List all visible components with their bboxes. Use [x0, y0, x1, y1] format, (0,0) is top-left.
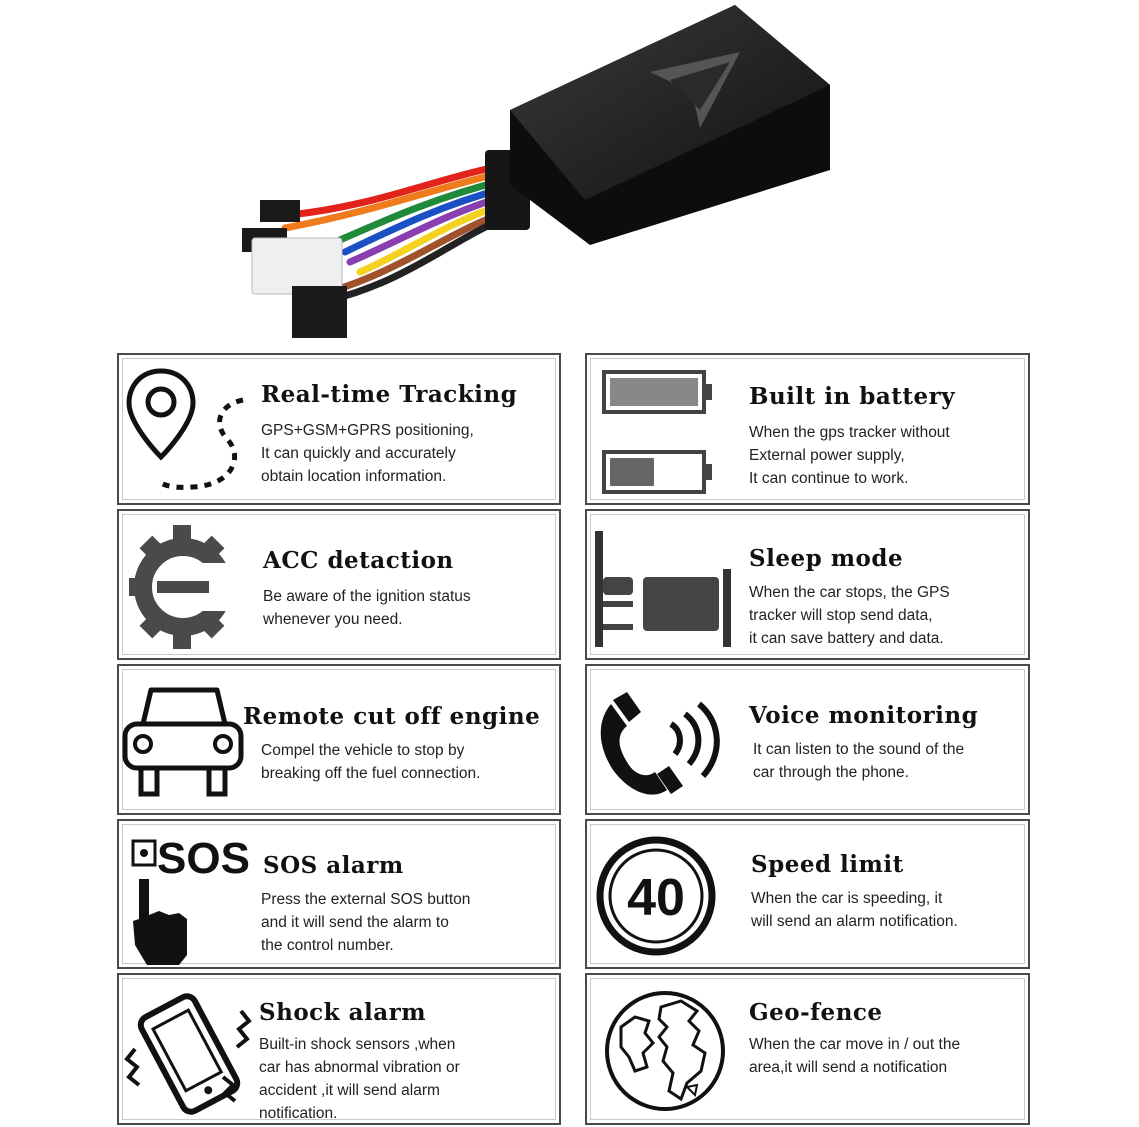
feature-description: Press the external SOS button and it wil… — [261, 891, 471, 954]
feature-title: Shock alarm — [259, 999, 427, 1026]
feature-title: Built in battery — [749, 383, 956, 410]
vibrating-phone-icon — [124, 993, 252, 1115]
feature-card-sos-alarm: SOS SOS alarm Press the external SOS but… — [117, 819, 561, 969]
ignition-gear-icon — [129, 525, 239, 649]
feature-title: Real-time Tracking — [261, 381, 518, 408]
feature-description: When the car move in / out the area,it w… — [749, 1036, 961, 1076]
sos-icon-text: SOS — [157, 835, 250, 883]
feature-description: When the gps tracker without External po… — [749, 424, 950, 487]
feature-title: Voice monitoring — [749, 702, 979, 729]
feature-description: Built-in shock sensors ,when car has abn… — [259, 1036, 460, 1122]
feature-description: It can listen to the sound of the car th… — [753, 741, 965, 781]
feature-card-acc-detection: ACC detaction Be aware of the ignition s… — [117, 509, 561, 660]
feature-card-remote-cut-off-engine: Remote cut off engine Compel the vehicle… — [117, 664, 561, 815]
feature-title: Speed limit — [751, 851, 904, 878]
feature-description: Compel the vehicle to stop by breaking o… — [261, 742, 481, 782]
car-front-icon — [122, 687, 244, 797]
feature-description: Be aware of the ignition status whenever… — [263, 588, 471, 628]
feature-title: Remote cut off engine — [243, 703, 541, 730]
speed-limit-sign-icon: 40 — [596, 836, 716, 956]
feature-title: Geo-fence — [749, 999, 883, 1026]
feature-description: When the car is speeding, it will send a… — [751, 890, 958, 930]
feature-card-realtime-tracking: Real-time Tracking GPS+GSM+GPRS position… — [117, 353, 561, 505]
feature-description: GPS+GSM+GPRS positioning, It can quickly… — [261, 422, 474, 485]
feature-card-sleep-mode: Sleep mode When the car stops, the GPS t… — [585, 509, 1030, 660]
feature-card-shock-alarm: Shock alarm Built-in shock sensors ,when… — [117, 973, 561, 1125]
phone-sound-icon — [600, 692, 720, 795]
battery-full-level — [610, 378, 698, 406]
speed-limit-value: 40 — [627, 869, 685, 927]
bed-sleep-icon — [595, 531, 731, 647]
sos-button-hand-icon: SOS — [131, 835, 250, 965]
feature-title: SOS alarm — [263, 852, 404, 879]
feature-card-voice-monitoring: Voice monitoring It can listen to the so… — [585, 664, 1030, 815]
globe-icon — [605, 991, 725, 1111]
battery-half-level — [610, 458, 654, 486]
feature-card-speed-limit: 40 Speed limit When the car is speeding,… — [585, 819, 1030, 969]
feature-title: ACC detaction — [263, 547, 454, 574]
feature-card-geo-fence: Geo-fence When the car move in / out the… — [585, 973, 1030, 1125]
location-pin-route-icon — [126, 368, 244, 490]
feature-title: Sleep mode — [749, 545, 904, 572]
feature-card-built-in-battery: Built in battery When the gps tracker wi… — [585, 353, 1030, 505]
feature-description: When the car stops, the GPS tracker will… — [749, 584, 950, 647]
battery-icon — [602, 370, 712, 494]
gps-tracker-device-image — [242, 5, 830, 338]
